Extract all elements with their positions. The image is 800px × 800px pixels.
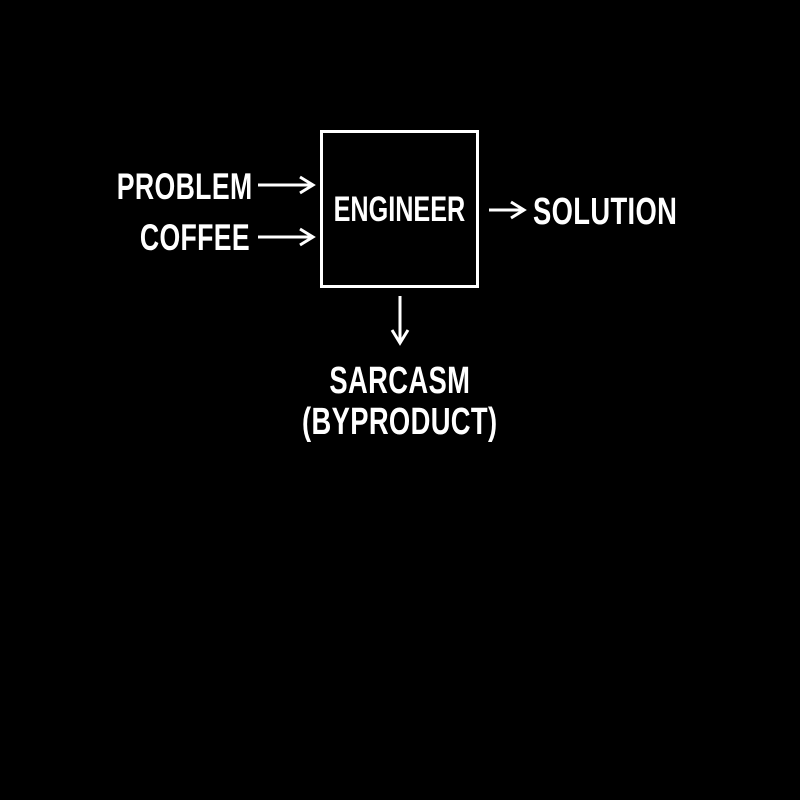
solution-label: SOLUTION (533, 193, 733, 231)
byproduct-arrow (390, 296, 410, 346)
coffee-arrow (258, 227, 316, 247)
engineer-label-text: ENGINEER (333, 189, 466, 229)
solution-label-text: SOLUTION (533, 191, 678, 233)
problem-label-text: PROBLEM (116, 166, 252, 207)
byproduct-line1-text: SARCASM (329, 360, 471, 402)
engineer-label: ENGINEER (308, 192, 491, 227)
engineer-box: ENGINEER (320, 130, 479, 288)
coffee-label: COFFEE (97, 219, 250, 256)
byproduct-line2-text: (BYPRODUCT) (302, 401, 498, 443)
problem-label: PROBLEM (64, 168, 253, 205)
solution-arrow (489, 200, 527, 220)
problem-arrow (258, 175, 316, 195)
byproduct-label: SARCASM (BYPRODUCT) (0, 362, 800, 444)
coffee-label-text: COFFEE (139, 217, 250, 258)
